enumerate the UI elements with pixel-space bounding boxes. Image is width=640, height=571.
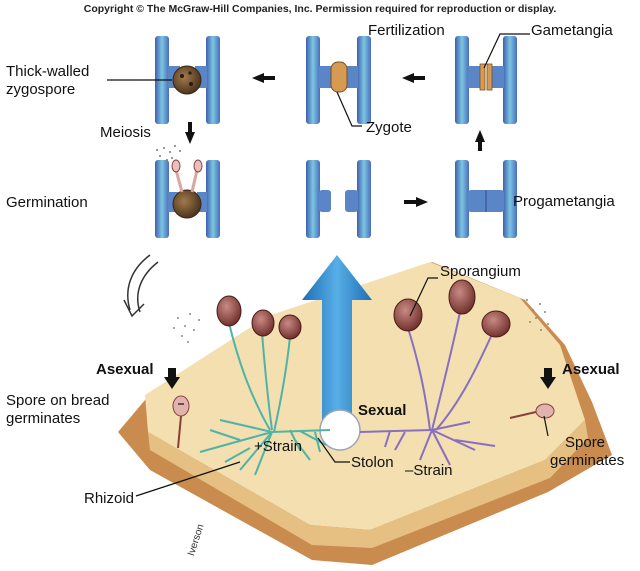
label-meiosis: Meiosis xyxy=(100,124,151,141)
plus-mycelium xyxy=(199,322,331,476)
sporangium-left-3 xyxy=(278,314,302,340)
progametangia-stage xyxy=(455,160,517,238)
zygote-stage xyxy=(306,36,371,124)
germination-stage xyxy=(155,145,220,238)
label-stolon: Stolon xyxy=(351,454,394,471)
gametangia-stage xyxy=(455,36,517,124)
label-thick-walled: Thick-walled xyxy=(6,63,90,80)
label-zygote: Zygote xyxy=(366,119,412,136)
arrow-to-gametangia xyxy=(475,130,485,142)
sporangium-left-2 xyxy=(251,309,275,337)
label-asexual-right: Asexual xyxy=(562,361,620,378)
label-rhizoid: Rhizoid xyxy=(84,490,135,507)
copyright-notice: Copyright © The McGraw-Hill Companies, I… xyxy=(83,3,557,15)
label-progametangia: Progametangia xyxy=(513,193,615,210)
spore-dust xyxy=(173,299,549,343)
asexual-arrows xyxy=(164,368,556,389)
label-spore-on-bread: Spore on bread xyxy=(6,392,110,409)
germinating-spores xyxy=(172,395,555,449)
minus-mycelium xyxy=(359,311,496,466)
sporangium-right-1 xyxy=(393,298,423,332)
label-asexual-left: Asexual xyxy=(96,361,154,378)
arrow-to-zygospore xyxy=(252,73,264,83)
label-gametangia: Gametangia xyxy=(531,22,613,39)
leader-lines xyxy=(107,33,549,497)
label-sexual: Sexual xyxy=(358,402,407,419)
sporangium-left-1 xyxy=(216,295,242,327)
sporangium-right-3 xyxy=(481,310,511,338)
sporangium-right-2 xyxy=(448,279,476,315)
label-plus-strain: +Strain xyxy=(254,438,302,455)
arrow-to-progametangia xyxy=(416,197,428,207)
arrow-meiosis xyxy=(185,132,195,144)
label-germinates-right: germinates xyxy=(550,452,625,469)
zygospore-stage xyxy=(155,36,220,124)
label-fertilization: Fertilization xyxy=(368,22,445,39)
cycle-arrows xyxy=(185,73,485,207)
sexual-arrow xyxy=(302,255,372,451)
label-zygospore: zygospore xyxy=(6,81,76,98)
label-minus-strain: –Strain xyxy=(405,462,453,479)
curved-cycle-arrow xyxy=(123,254,159,318)
sporangia xyxy=(216,279,511,340)
label-germinates-left: germinates xyxy=(6,410,81,427)
label-sporangium: Sporangium xyxy=(440,263,521,280)
arrow-to-zygote xyxy=(402,73,414,83)
label-germination: Germination xyxy=(6,194,88,211)
label-spore-right: Spore xyxy=(565,434,606,451)
hyphae-approach-stage xyxy=(306,160,371,238)
